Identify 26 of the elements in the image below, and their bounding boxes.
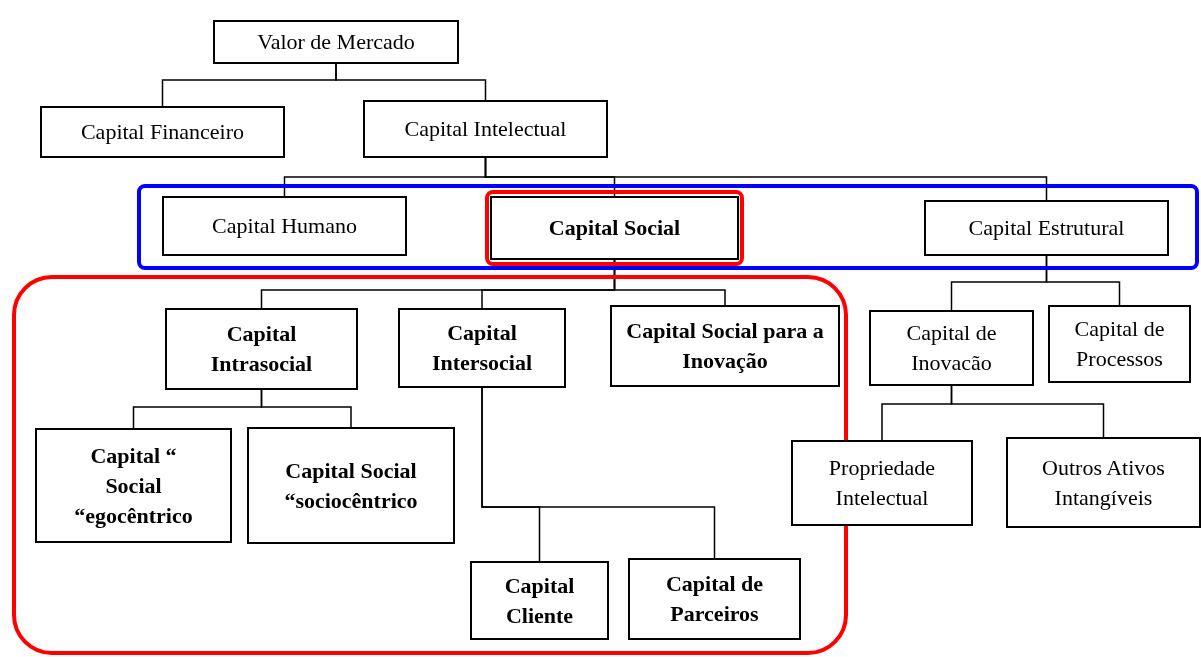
concept-box: Capital de Processos xyxy=(1048,305,1191,383)
concept-box: Capital Intelectual xyxy=(363,100,608,158)
concept-box: Capital de Inovacão xyxy=(869,310,1034,386)
concept-box: Propriedade Intelectual xyxy=(791,440,973,526)
concept-box: Valor de Mercado xyxy=(213,20,459,64)
concept-box: Capital de Parceiros xyxy=(628,558,801,640)
group-frame xyxy=(485,190,744,266)
concept-box: Capital Social xyxy=(490,196,739,260)
concept-box: Capital Humano xyxy=(162,196,407,256)
concept-box: Capital Social “sociocêntrico xyxy=(247,427,455,544)
concept-box: Capital Social para a Inovação xyxy=(610,305,840,387)
concept-box: Capital Intrasocial xyxy=(165,308,358,390)
concept-box: Capital Intersocial xyxy=(398,308,566,388)
concept-box: Capital Estrutural xyxy=(924,200,1169,256)
concept-box: Capital Cliente xyxy=(470,561,609,640)
connector-line xyxy=(335,63,487,101)
connector-line xyxy=(950,385,1105,438)
concept-box: Outros Ativos Intangíveis xyxy=(1006,437,1201,528)
connector-line xyxy=(260,389,352,428)
connector-line xyxy=(484,157,1048,201)
connector-line xyxy=(1045,255,1121,306)
concept-box: Capital Financeiro xyxy=(40,106,285,158)
concept-box: Capital “ Social “egocêntrico xyxy=(35,428,232,543)
connector-line xyxy=(613,259,726,306)
connector-line xyxy=(481,387,716,559)
group-frame xyxy=(137,184,1199,270)
